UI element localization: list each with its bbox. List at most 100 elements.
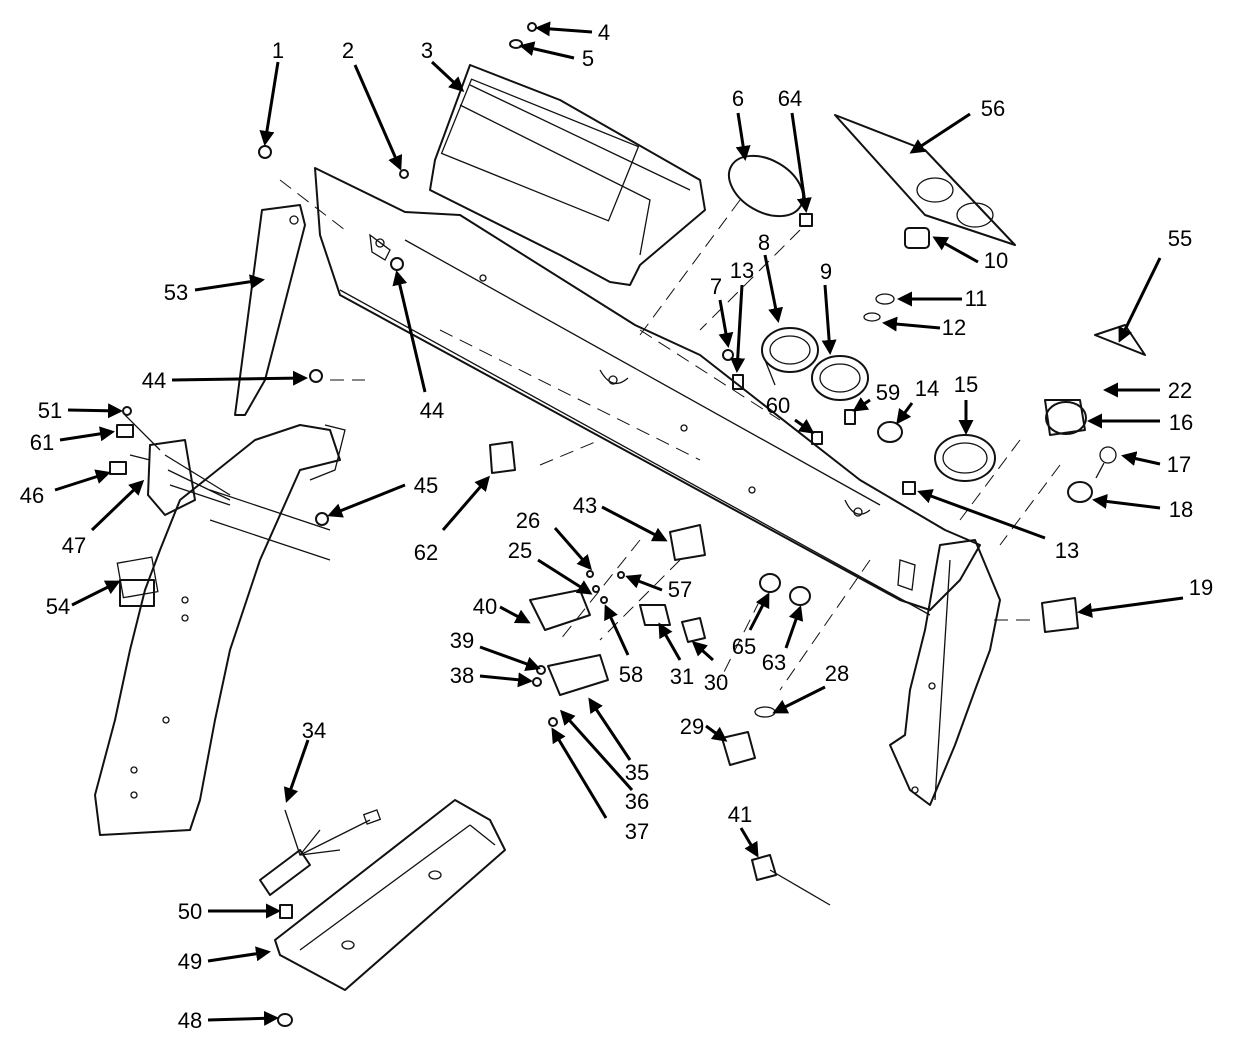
callout-39: 39 <box>450 628 474 653</box>
harness-plate <box>94 424 346 836</box>
callout-64: 64 <box>778 86 802 111</box>
leader-56 <box>909 112 971 154</box>
callout-19: 19 <box>1189 575 1213 600</box>
leader-38 <box>479 672 533 688</box>
leader-53 <box>194 274 265 292</box>
leader-26 <box>553 527 592 571</box>
leader-35 <box>588 697 632 761</box>
callout-30: 30 <box>704 670 728 695</box>
callout-31: 31 <box>670 664 694 689</box>
leader-57 <box>625 574 663 592</box>
leader-4 <box>535 21 593 37</box>
callout-40: 40 <box>473 594 497 619</box>
callout-9: 9 <box>820 259 832 284</box>
leader-18 <box>1092 494 1161 510</box>
callout-17: 17 <box>1167 452 1191 477</box>
callout-16: 16 <box>1169 410 1193 435</box>
callout-8: 8 <box>758 230 770 255</box>
callout-6: 6 <box>732 86 744 111</box>
leader-30 <box>691 640 715 662</box>
callout-57: 57 <box>668 577 692 602</box>
leader-10 <box>932 236 979 264</box>
callout-55: 55 <box>1168 226 1192 251</box>
callout-5: 5 <box>582 46 594 71</box>
callout-41: 41 <box>728 802 752 827</box>
leader-17 <box>1121 451 1161 466</box>
leader-12 <box>882 316 941 332</box>
callout-11: 11 <box>965 286 988 311</box>
leader-36 <box>559 709 634 792</box>
leader-14 <box>896 402 914 425</box>
callout-59: 59 <box>876 380 900 405</box>
callout-labels: 1 2 3 4 5 6 64 56 8 9 10 11 12 7 13 55 5… <box>20 20 1213 1033</box>
callout-38: 38 <box>450 663 474 688</box>
callout-22: 22 <box>1168 378 1192 403</box>
leader-62 <box>441 475 490 531</box>
leader-64 <box>790 112 812 213</box>
leader-48 <box>207 1010 279 1026</box>
callout-35: 35 <box>625 760 649 785</box>
callout-12: 12 <box>942 315 966 340</box>
leader-29 <box>705 724 728 742</box>
callout-58: 58 <box>619 662 643 687</box>
leader-46 <box>54 469 111 492</box>
callout-4: 4 <box>598 20 610 45</box>
left-bracket-arm <box>234 204 306 416</box>
leader-19 <box>1077 596 1184 618</box>
leader-43 <box>601 505 668 542</box>
callout-46: 46 <box>20 483 44 508</box>
leader-7 <box>718 299 734 348</box>
callout-13a: 13 <box>730 258 754 283</box>
callout-63: 63 <box>762 650 786 675</box>
callout-36: 36 <box>625 789 649 814</box>
leader-49 <box>207 946 271 963</box>
leader-55 <box>1118 257 1162 343</box>
callout-leaders <box>54 21 1184 1026</box>
leader-1 <box>259 61 280 146</box>
leader-58 <box>604 604 630 656</box>
leader-9 <box>821 284 837 355</box>
callout-10: 10 <box>984 248 1008 273</box>
callout-2: 2 <box>342 38 354 63</box>
leader-37 <box>551 727 608 819</box>
callout-1: 1 <box>272 38 284 63</box>
callout-47: 47 <box>62 533 86 558</box>
callout-60: 60 <box>766 393 790 418</box>
callout-51: 51 <box>38 398 62 423</box>
leader-39 <box>479 645 541 671</box>
callout-44b: 44 <box>420 398 444 423</box>
alignment-lines <box>279 179 1061 691</box>
leader-13b <box>917 489 1046 540</box>
gauge-8 <box>761 327 819 386</box>
leader-34 <box>283 739 310 803</box>
leader-44a <box>171 370 308 386</box>
callout-13b: 13 <box>1055 538 1079 563</box>
leader-54 <box>71 580 121 607</box>
leader-41 <box>739 827 759 858</box>
dash-panel <box>314 167 981 616</box>
callout-25: 25 <box>508 538 532 563</box>
callout-45: 45 <box>414 473 438 498</box>
callout-65: 65 <box>732 634 756 659</box>
callout-56: 56 <box>981 96 1005 121</box>
callout-61: 61 <box>30 430 54 455</box>
callout-29: 29 <box>680 714 704 739</box>
leader-59 <box>852 397 871 412</box>
callout-49: 49 <box>178 949 202 974</box>
leader-40 <box>499 605 531 624</box>
parts-drawing <box>94 22 1146 1027</box>
callout-62: 62 <box>414 540 438 565</box>
leader-25 <box>537 558 593 595</box>
leader-45 <box>327 483 406 518</box>
gauge-15 <box>934 434 996 482</box>
leader-63 <box>784 605 804 649</box>
leader-5 <box>519 41 575 60</box>
gauge-9 <box>811 355 869 401</box>
wire-lead <box>259 809 382 896</box>
leader-13a <box>730 284 746 373</box>
leader-44b <box>392 270 427 393</box>
leader-31 <box>658 622 682 661</box>
leader-61 <box>59 426 115 442</box>
